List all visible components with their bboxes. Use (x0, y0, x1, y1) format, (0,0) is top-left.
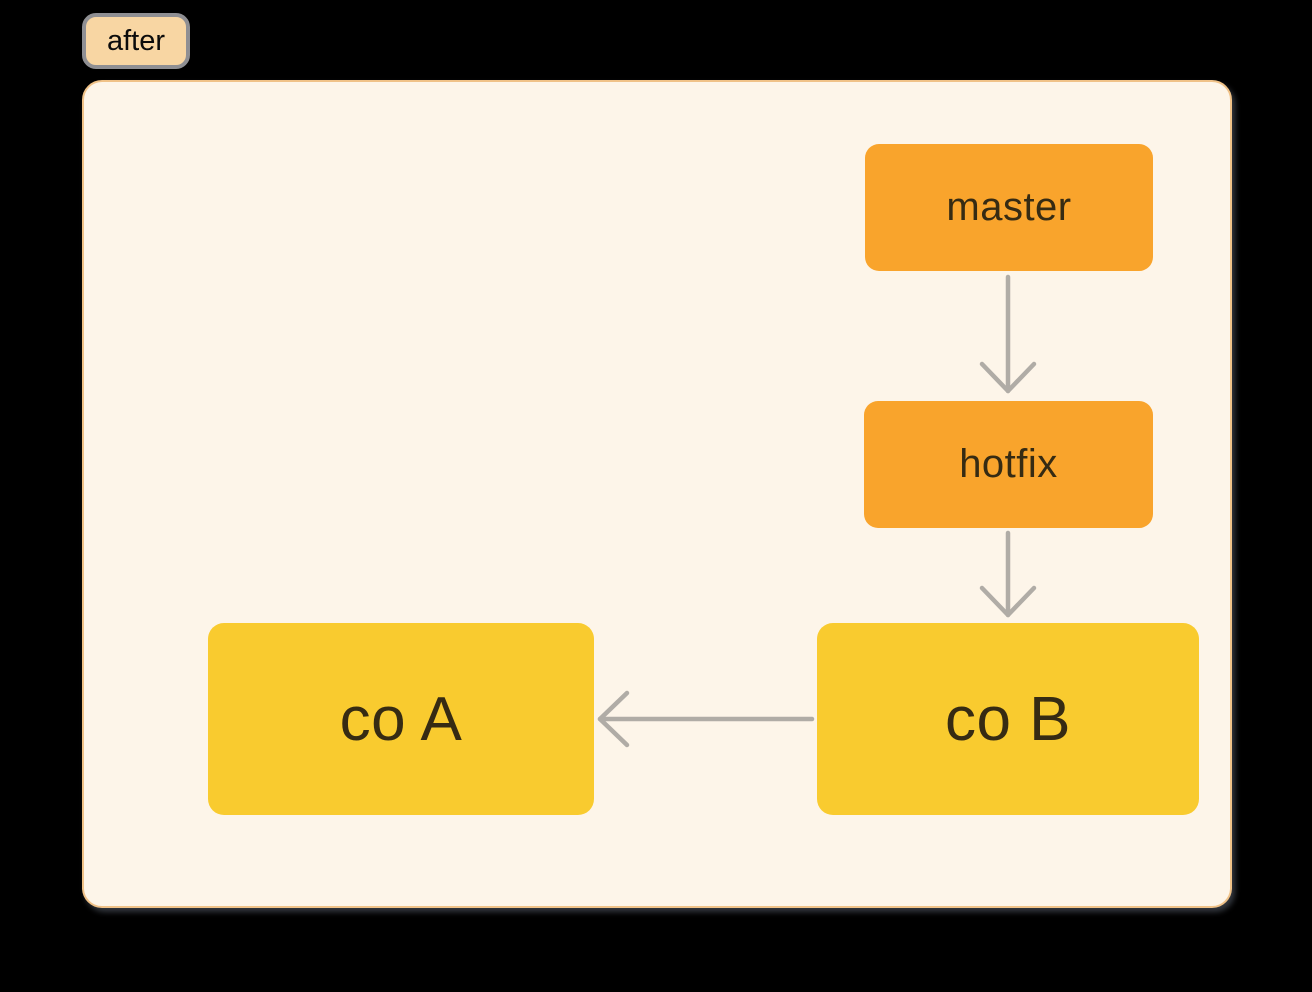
node-co-b: co B (817, 623, 1199, 815)
state-badge: after (82, 13, 191, 69)
node-hotfix-label: hotfix (959, 442, 1058, 486)
node-co-a: co A (208, 623, 594, 815)
node-master: master (865, 144, 1153, 271)
node-co-a-label: co A (339, 684, 463, 754)
node-hotfix: hotfix (864, 401, 1153, 528)
node-co-b-label: co B (944, 684, 1072, 754)
state-badge-label: after (107, 24, 166, 57)
node-master-label: master (946, 185, 1072, 229)
